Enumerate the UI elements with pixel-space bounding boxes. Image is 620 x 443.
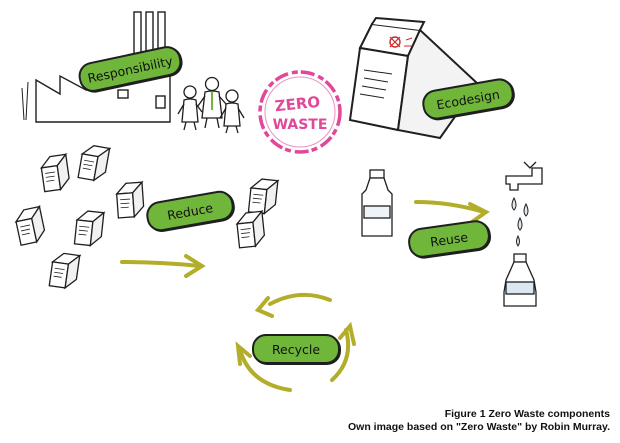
caption-source: Own image based on "Zero Waste" by Robin… [348,421,610,433]
reduce-text: Reduce [165,199,215,223]
caption-title: Figure 1 Zero Waste components [444,408,610,420]
figure-caption: Figure 1 Zero Waste components Own image… [348,408,610,434]
zero-waste-stamp: ZERO WASTE [258,70,342,154]
reduce-arrow [120,254,206,278]
tap-icon [505,161,543,191]
stamp-line-2: WASTE [273,117,328,133]
recycle-label: Recycle [252,334,340,364]
small-bottle-icon [361,169,393,237]
reduce-cartons-group [13,143,145,290]
stamp-line-1: ZERO [274,93,321,116]
reuse-text: Reuse [429,228,469,250]
reuse-arrow [414,200,490,224]
ecodesign-text: Ecodesign [435,86,501,112]
people-icon [177,76,245,134]
water-drops-icon [511,196,529,247]
ecodesign-carton-icon [348,16,480,140]
tall-bottle-icon [503,253,537,307]
reduced-cartons-group [235,177,279,249]
recycle-arrows-icon [235,292,356,392]
recycle-text: Recycle [271,341,321,357]
